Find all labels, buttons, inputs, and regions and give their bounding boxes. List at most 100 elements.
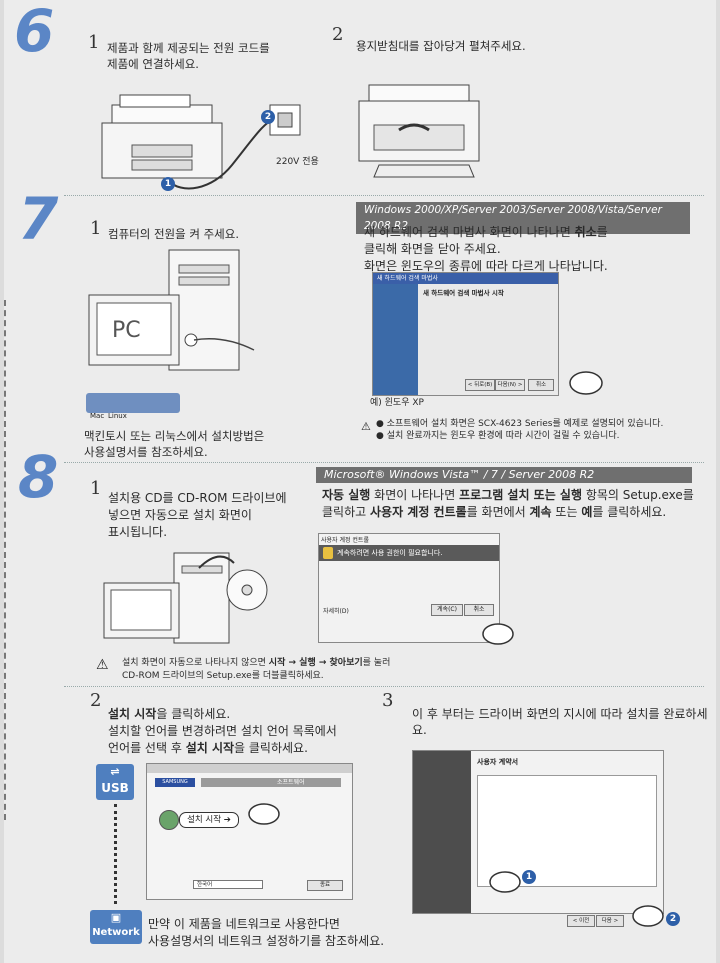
section-8-vista-instructions: 자동 실행 화면이 나타나면 프로그램 설치 또는 실행 항목의 Setup.e… xyxy=(322,487,694,521)
section-number-6: 6 xyxy=(14,0,55,65)
step-8-2-start-a: 설치 시작 xyxy=(108,707,157,721)
printer-power-illustration xyxy=(101,94,301,190)
license-back-button[interactable]: < 이전 xyxy=(567,915,595,927)
uac-shield-icon xyxy=(323,547,333,559)
warn1-a: 설치 화면이 자동으로 나타나지 않으면 xyxy=(122,658,269,668)
binder-edge xyxy=(4,300,10,820)
step-6-1-text: 제품과 함께 제공되는 전원 코드를 제품에 연결하세요. xyxy=(107,40,270,72)
wizard-titlebar: 새 하드웨어 검색 마법사 xyxy=(373,273,558,284)
vista-continue: 계속 xyxy=(529,505,552,519)
section-7-note2: ● 설치 완료까지는 윈도우 환경에 따라 시간이 걸릴 수 있습니다. xyxy=(376,431,620,441)
mouse-icon-installer xyxy=(248,803,280,825)
wizard-sidebar xyxy=(373,284,418,395)
mouse-icon-license xyxy=(489,871,521,893)
license-text-area[interactable] xyxy=(477,775,657,887)
uac-titlebar: 사용자 계정 컨트롤 xyxy=(321,537,369,544)
step-8-2-line1: 설치 시작을 클릭하세요. xyxy=(108,706,337,723)
wizard-next-button[interactable]: 다음(N) > xyxy=(495,379,525,391)
network-badge: ▣ Network xyxy=(90,910,142,944)
step-8-1-number: 1 xyxy=(90,478,102,499)
paper-tray-illustration xyxy=(358,84,480,178)
warning-icon: ⚠ xyxy=(361,420,371,433)
vista-autoplay: 자동 실행 xyxy=(322,488,371,502)
network-note: 만약 이 제품을 네트워크로 사용한다면 사용설명서의 네트워크 설정하기를 참… xyxy=(148,916,384,950)
callout-license-1: 1 xyxy=(522,870,536,884)
usb-badge: ⇌ USB xyxy=(96,764,134,800)
network-note-line2: 사용설명서의 네트워크 설정하기를 참조하세요. xyxy=(148,934,385,948)
divider-6-7 xyxy=(64,195,704,196)
uac-continue-button[interactable]: 계속(C) xyxy=(431,604,463,616)
vista-instr2-g: 를 클릭하세요. xyxy=(592,505,667,519)
vista-instr1-b: 화면이 나타나면 xyxy=(370,488,460,502)
step-8-2-text: 설치 시작을 클릭하세요. 설치할 언어를 변경하려면 설치 언어 목록에서 언… xyxy=(108,706,337,757)
step-8-2-line2: 설치할 언어를 변경하려면 설치 언어 목록에서 xyxy=(108,724,337,738)
vista-yes: 예 xyxy=(581,505,593,519)
os-icons-strip xyxy=(86,393,180,413)
step-6-1-line1: 제품과 함께 제공되는 전원 코드를 xyxy=(107,41,270,55)
vista-instr2-a: 클릭하고 xyxy=(322,505,370,519)
license-title: 사용자 계약서 xyxy=(477,758,519,766)
instr1-c: 를 xyxy=(596,225,608,239)
vista-instr-line1: 자동 실행 화면이 나타나면 프로그램 설치 또는 실행 항목의 Setup.e… xyxy=(322,487,694,504)
vista-instr2-c: 를 화면에서 xyxy=(466,505,530,519)
uac-cancel-button[interactable]: 취소 xyxy=(464,604,494,616)
section-7-instr-line1: 새 하드웨어 검색 마법사 화면이 나타나면 취소를 xyxy=(364,224,608,241)
step-8-2-line3: 언어를 선택 후 설치 시작을 클릭하세요. xyxy=(108,740,337,757)
warn1-path: 시작 → 실행 → 찾아보기 xyxy=(268,658,363,668)
vista-install-run: 프로그램 설치 또는 실행 xyxy=(459,488,583,502)
step-8-2-line1-b: 을 클릭하세요. xyxy=(156,707,231,721)
step-8-2-number: 2 xyxy=(90,690,102,711)
mouse-icon-uac xyxy=(482,623,514,645)
section-7-notes: ● 소프트웨어 설치 화면은 SCX-4623 Series를 예제로 설명되어… xyxy=(376,418,663,442)
license-next-button[interactable]: 다음 > xyxy=(596,915,624,927)
step-7-1-text: 컴퓨터의 전원을 켜 주세요. xyxy=(108,227,240,241)
usb-label: USB xyxy=(101,781,129,795)
divider-7-8 xyxy=(64,462,704,463)
step-6-2-number: 2 xyxy=(332,24,344,45)
step-8-3-number: 3 xyxy=(382,690,394,711)
usb-icon: ⇌ xyxy=(110,765,120,778)
step-8-1-line3: 표시됩니다. xyxy=(108,525,168,539)
pc-illustration xyxy=(88,249,255,371)
uac-dialog: 사용자 계정 컨트롤 계속하려면 사용 권한이 필요합니다. 자세히(D) 계속… xyxy=(318,533,500,643)
installer-exit-button[interactable]: 종료 xyxy=(307,880,343,891)
license-window: 사용자 계약서 xyxy=(412,750,664,914)
uac-details[interactable]: 자세히(D) xyxy=(323,608,349,615)
divider-8-steps xyxy=(64,686,704,687)
uac-heading: 계속하려면 사용 권한이 필요합니다. xyxy=(319,545,499,561)
pc-label: PC xyxy=(112,318,141,343)
wizard-heading: 새 하드웨어 검색 마법사 시작 xyxy=(423,289,504,297)
manual-page: 6 1 제품과 함께 제공되는 전원 코드를 제품에 연결하세요. 1 2 22… xyxy=(4,0,716,963)
usb-network-connector xyxy=(114,804,117,904)
mac-linux-note-line1: 맥킨토시 또는 리눅스에서 설치방법은 xyxy=(84,429,265,443)
callout-6-1: 1 xyxy=(161,177,175,191)
installer-software-title: 소프트웨어 xyxy=(277,779,305,786)
installer-brand: SAMSUNG xyxy=(155,778,195,787)
cd-insert-illustration xyxy=(103,552,268,644)
mac-label: Mac xyxy=(90,412,105,420)
section-8-warning: 설치 화면이 자동으로 나타나지 않으면 시작 → 실행 → 찾아보기를 눌러 … xyxy=(122,657,390,683)
callout-6-2: 2 xyxy=(261,110,275,124)
step-8-2-start-b: 설치 시작 xyxy=(185,741,235,755)
step-7-1-number: 1 xyxy=(90,218,102,239)
voltage-label: 220V 전용 xyxy=(276,157,319,167)
instr1-a: 새 하드웨어 검색 마법사 화면이 나타나면 xyxy=(364,225,575,239)
installer-titlebar xyxy=(147,764,352,773)
wizard-cancel-button[interactable]: 취소 xyxy=(528,379,554,391)
wizard-back-button[interactable]: < 뒤로(B) xyxy=(465,379,495,391)
wizard-caption: 예) 윈도우 XP xyxy=(370,398,424,408)
section-7-instr-line3: 화면은 윈도우의 종류에 따라 다르게 나타납니다. xyxy=(364,259,608,273)
warning-line1: 설치 화면이 자동으로 나타나지 않으면 시작 → 실행 → 찾아보기를 눌러 xyxy=(122,657,390,670)
vista-instr2-e: 또는 xyxy=(551,505,582,519)
installer-language-select[interactable]: 한국어 xyxy=(193,880,263,889)
install-start-button[interactable]: 설치 시작 ➔ xyxy=(179,812,239,828)
step-8-3-text: 이 후 부터는 드라이버 화면의 지시에 따라 설치를 완료하세요. xyxy=(412,707,708,737)
installer-globe-icon xyxy=(159,810,179,830)
section-7-note1: ● 소프트웨어 설치 화면은 SCX-4623 Series를 예제로 설명되어… xyxy=(376,419,664,429)
network-label: Network xyxy=(92,927,140,938)
step-6-1-line2: 제품에 연결하세요. xyxy=(107,57,199,71)
mouse-icon-next xyxy=(632,905,664,927)
mouse-icon xyxy=(569,371,603,395)
instr1-cancel: 취소 xyxy=(574,225,597,239)
network-note-line1: 만약 이 제품을 네트워크로 사용한다면 xyxy=(148,917,340,931)
